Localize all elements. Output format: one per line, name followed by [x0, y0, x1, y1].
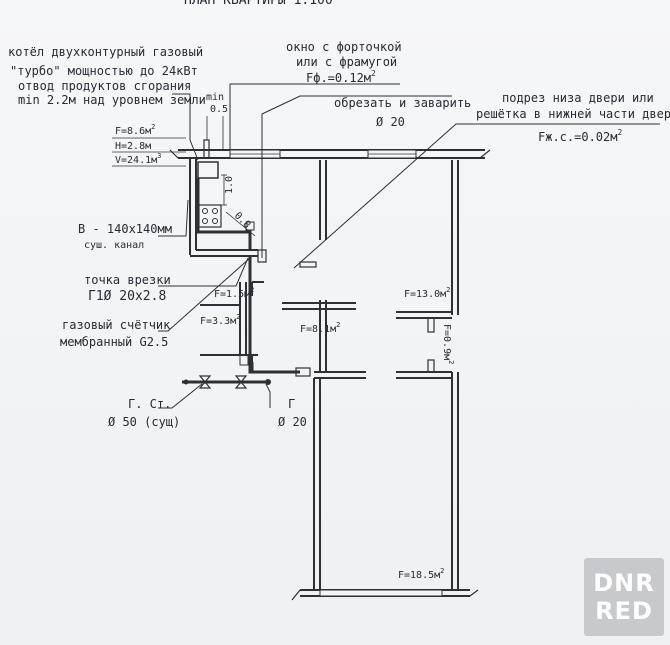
- area-13-0: F=13.0м2: [404, 286, 450, 300]
- riser-note-line2: Ø 50 (сущ): [108, 415, 180, 429]
- g-note-line2: Ø 20: [278, 415, 307, 429]
- watermark-logo: DNR RED: [584, 558, 664, 636]
- min-label: min: [206, 92, 224, 103]
- page-title: ПЛАН КВАРТИРЫ 1:100: [184, 0, 333, 8]
- area-1-5: F=1.5м2: [214, 286, 254, 300]
- boiler-note-line4: min 2.2м над уровнем земли: [18, 93, 206, 107]
- leader-lines: [158, 83, 660, 409]
- dim-1-0: 1.0: [224, 176, 235, 194]
- svg-text:F=8.6м2: F=8.6м2: [115, 123, 155, 137]
- meter-note-line1: газовый счётчик: [62, 318, 171, 332]
- riser-note-line1: Г. Ст.: [128, 397, 171, 411]
- watermark-line2: RED: [595, 597, 653, 625]
- watermark-line1: DNR: [593, 569, 655, 597]
- window-note-line1: окно с форточкой: [286, 40, 402, 54]
- svg-text:V=24.1м3: V=24.1м3: [115, 152, 161, 166]
- boiler-icon: [197, 161, 219, 179]
- channel-note-line2: суш. канал: [84, 240, 144, 251]
- annotations: котёл двухконтурный газовый "турбо" мощн…: [8, 40, 670, 581]
- svg-text:H=2.8м: H=2.8м: [115, 141, 151, 152]
- door-note-line3: Fж.с.=0.02м2: [538, 128, 622, 144]
- flue-icon: [203, 139, 210, 159]
- window-note-line2: или с фрамугой: [296, 55, 397, 69]
- door-note-line2: решётка в нижней части двери: [476, 107, 670, 121]
- valve-icon: [234, 375, 248, 389]
- dim-0-8: 0.8: [232, 210, 253, 231]
- boiler-note-line1: котёл двухконтурный газовый: [8, 45, 203, 59]
- meter-note-line2: мембранный G2.5: [60, 335, 168, 349]
- tap-note-line2: Г1Ø 20х2.8: [88, 289, 166, 304]
- cut-note-line1: обрезать и заварить: [334, 96, 471, 110]
- stove-icon: [198, 204, 222, 228]
- tap-note-line1: точка врезки: [84, 273, 171, 287]
- area-3-3: F=3.3м2: [200, 313, 240, 327]
- area-8-1: F=8.1м2: [300, 321, 340, 335]
- walls: [169, 149, 491, 601]
- gas-meter-icon: [239, 354, 249, 366]
- min-value: 0.5: [210, 104, 228, 115]
- boiler-note-line3: отвод продуктов сгорания: [18, 79, 191, 93]
- gas-pipe: [182, 178, 300, 389]
- window-bottom: [319, 589, 443, 597]
- boiler-note-line2: "турбо" мощностью до 24кВт: [10, 64, 198, 78]
- cut-note-line2: Ø 20: [376, 115, 405, 129]
- window-note-line3: Fф.=0.12м2: [306, 69, 376, 85]
- area-0-9: F=0.9м2: [441, 324, 455, 364]
- g-note-line1: Г: [288, 397, 295, 411]
- kitchen-spec-box: F=8.6м2 H=2.8м V=24.1м3: [112, 123, 186, 167]
- door-note-line1: подрез низа двери или: [502, 91, 654, 105]
- area-18-5: F=18.5м2: [398, 567, 444, 581]
- channel-note-line1: В - 140х140мм: [78, 222, 172, 236]
- valve-icon: [198, 375, 212, 389]
